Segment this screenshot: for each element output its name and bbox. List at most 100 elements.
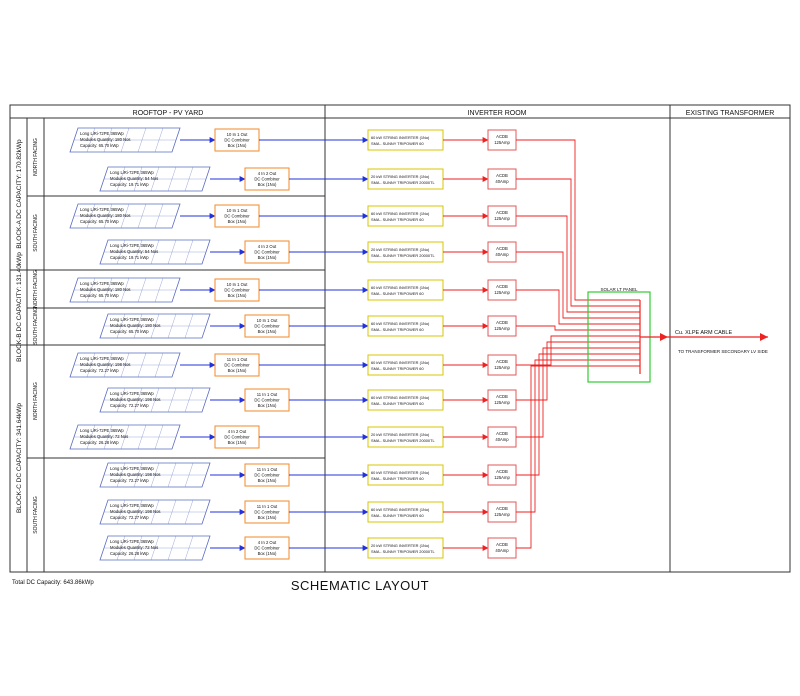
pv-module-spec: Modules Quantity: 198 Nos — [110, 397, 161, 402]
dc-combiner-label: Box (1No) — [258, 551, 277, 556]
dc-combiner-label: Box (1No) — [258, 255, 277, 260]
pv-module-spec: Capacity: 19.71 kWp — [110, 255, 149, 260]
pv-module-spec: Modules Quantity: 198 Nos — [110, 472, 161, 477]
dc-combiner-label: DC Combiner — [254, 177, 280, 182]
acdb-label: 125Amp — [494, 216, 510, 221]
pv-module-spec: Modules Quantity: 72 Nos — [110, 545, 158, 550]
acdb-label: ACDB — [496, 506, 508, 511]
acdb-label: ACDB — [496, 394, 508, 399]
pv-module-spec: Modules Quantity: 54 Nos — [110, 176, 158, 181]
dc-combiner-label: 4 In 2 Out — [258, 244, 277, 249]
acdb-label: 125Amp — [494, 140, 510, 145]
ac-feeder — [516, 359, 640, 513]
outgoing-arrow — [760, 333, 768, 341]
dc-combiner-label: DC Combiner — [224, 288, 250, 293]
string-inverter-box — [367, 168, 444, 190]
diagram-frame — [9, 104, 791, 573]
acdb-label: 40Amp — [495, 548, 509, 553]
acdb-label: 125Amp — [494, 400, 510, 405]
dc-combiner-label: Box (1No) — [258, 182, 277, 187]
pv-module-spec: Modules Quantity: 198 Nos — [80, 362, 131, 367]
acdb-label: ACDB — [496, 431, 508, 436]
inverter-label: 60 kW STRING INVERTER (1No) — [371, 360, 430, 365]
dc-combiner-label: DC Combiner — [224, 435, 250, 440]
section-inverter-room-label: INVERTER ROOM — [468, 110, 527, 117]
string-inverter-box — [367, 241, 444, 263]
pv-module-spec: Long LiRi-72PE 365Wp — [110, 466, 154, 471]
dc-combiner-label: Box (1No) — [258, 403, 277, 408]
string-inverter-box — [367, 389, 444, 411]
ac-feeder — [516, 215, 640, 313]
pv-module-spec: Capacity: 72.27 kWp — [110, 515, 149, 520]
acdb-label: ACDB — [496, 359, 508, 364]
dc-combiner-label: DC Combiner — [224, 138, 250, 143]
dc-combiner-label: Box (1No) — [258, 478, 277, 483]
dc-combiner-label: 10 In 1 Out — [227, 208, 249, 213]
pv-module-spec: Capacity: 72.27 kWp — [80, 368, 119, 373]
inverter-label: 60 kW STRING INVERTER (1No) — [371, 321, 430, 326]
ac-feeder — [516, 335, 640, 366]
facing-label: SOUTH FACING — [33, 307, 39, 345]
acdb-label: ACDB — [496, 173, 508, 178]
inverter-label: SMA - SUNNY TRIPOWER 60 — [371, 513, 424, 518]
dc-combiner-label: Box (1No) — [228, 293, 247, 298]
pv-module-spec: Long LiRi-72PE 365Wp — [80, 207, 124, 212]
block-b-label: BLOCK-B DC CAPACITY: 131.40kWp — [16, 252, 23, 362]
inverter-label: SMA - SUNNY TRIPOWER 60 — [371, 291, 424, 296]
ac-feeder — [516, 251, 640, 319]
dc-combiner-label: 11 In 1 Out — [257, 467, 278, 472]
pv-module-spec: Long LiRi-72PE 365Wp — [80, 131, 124, 136]
facing-label: NORTH FACING — [33, 138, 39, 176]
dc-combiner-label: DC Combiner — [254, 398, 280, 403]
ac-feeder — [516, 289, 640, 325]
string-inverter-box — [367, 205, 444, 227]
pv-module-spec: Capacity: 26.28 kWp — [110, 551, 149, 556]
transformer-label: TO TRANSFORMER SECONDARY LV SIDE — [678, 349, 768, 354]
dc-combiner-label: 11 In 1 Out — [257, 504, 278, 509]
inverter-label: SMA - SUNNY TRIPOWER 20000TL — [371, 549, 435, 554]
pv-module-spec: Capacity: 72.27 kWp — [110, 478, 149, 483]
acdb-label: ACDB — [496, 469, 508, 474]
facing-label: SOUTH FACING — [33, 214, 39, 252]
dc-combiner-label: Box (1No) — [258, 329, 277, 334]
pv-module-spec: Long LiRi-72PE 365Wp — [110, 539, 154, 544]
dc-combiner-label: 11 In 1 Out — [227, 357, 248, 362]
inverter-label: 60 kW STRING INVERTER (1No) — [371, 211, 430, 216]
block-c-label: BLOCK-C DC CAPACITY: 341.64kWp — [16, 403, 23, 513]
dc-combiner-label: 10 In 1 Out — [257, 318, 279, 323]
inverter-label: SMA - SUNNY TRIPOWER 60 — [371, 141, 424, 146]
pv-module-spec: Modules Quantity: 180 Nos — [80, 287, 131, 292]
dc-combiner-label: 4 In 2 Out — [258, 540, 277, 545]
dc-combiner-label: DC Combiner — [254, 324, 280, 329]
inverter-label: SMA - SUNNY TRIPOWER 60 — [371, 401, 424, 406]
outgoing-arrow — [660, 333, 668, 341]
inverter-label: 20 kW STRING INVERTER (1No) — [371, 543, 430, 548]
pv-module-spec: Capacity: 72.27 kWp — [110, 403, 149, 408]
acdb-label: ACDB — [496, 542, 508, 547]
acdb-label: 40Amp — [495, 179, 509, 184]
inverter-label: SMA - SUNNY TRIPOWER 20000TL — [371, 438, 435, 443]
pv-module-spec: Long LiRi-72PE 365Wp — [110, 170, 154, 175]
pv-module-spec: Capacity: 65.70 kWp — [80, 143, 119, 148]
cable-label: Cu. XLPE ARM CABLE — [675, 330, 732, 336]
section-existing-transformer-label: EXISTING TRANSFORMER — [686, 110, 775, 117]
acdb-label: 125Amp — [494, 475, 510, 480]
inverter-label: 60 kW STRING INVERTER (1No) — [371, 135, 430, 140]
facing-label: SOUTH FACING — [33, 496, 39, 534]
dc-combiner-label: Box (1No) — [228, 440, 247, 445]
acdb-label: 125Amp — [494, 512, 510, 517]
acdb-label: 125Amp — [494, 326, 510, 331]
total-dc-capacity: Total DC Capacity: 643.86kWp — [12, 580, 94, 586]
inverter-label: SMA - SUNNY TRIPOWER 60 — [371, 217, 424, 222]
inverter-label: SMA - SUNNY TRIPOWER 60 — [371, 327, 424, 332]
ac-feeder — [516, 347, 640, 438]
ac-feeder — [516, 325, 640, 331]
pv-module-spec: Long LiRi-72PE 365Wp — [110, 391, 154, 396]
